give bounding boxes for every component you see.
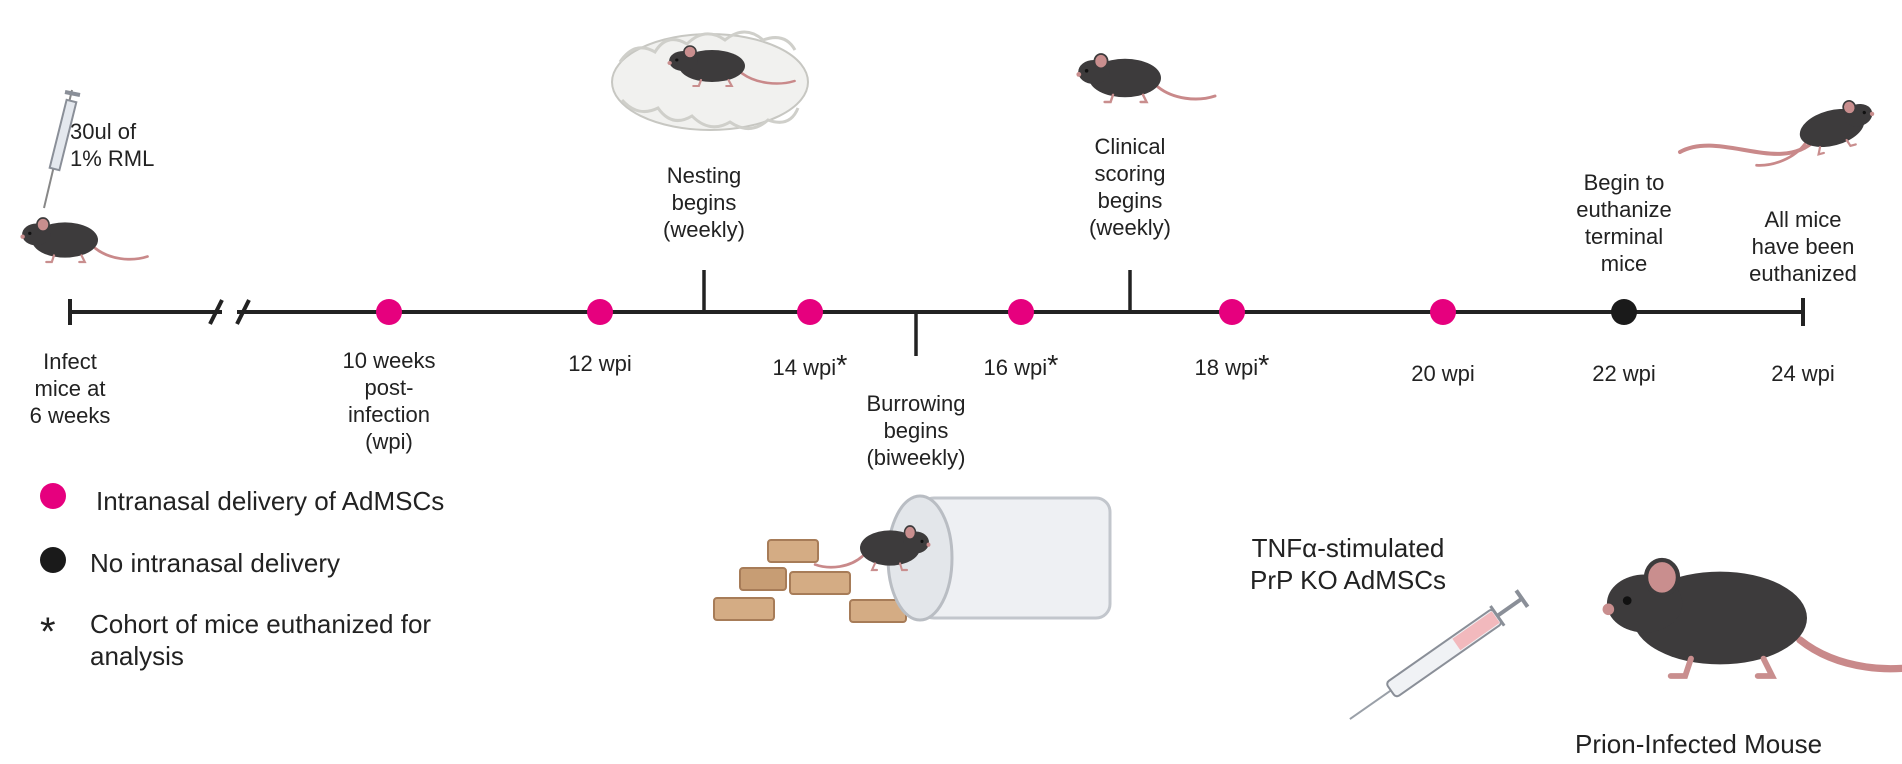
syringe-icon — [43, 89, 81, 209]
timepoint-label-14: 14 wpi* — [772, 350, 848, 382]
legend-dot-none — [40, 547, 66, 573]
timepoint-label-20: 20 wpi — [1411, 361, 1475, 386]
timepoint-dot-20 — [1430, 299, 1456, 325]
asterisk-icon: * — [40, 610, 56, 654]
syringe-icon — [1349, 589, 1530, 720]
timepoint-dot-16 — [1008, 299, 1034, 325]
timeline-axis — [68, 298, 1805, 326]
mouse-icon — [1603, 560, 1902, 676]
timepoint-dot-18 — [1219, 299, 1245, 325]
asterisk-icon: * — [836, 350, 848, 382]
mouse-icon — [1074, 52, 1217, 104]
legend-label-intranasal: Intranasal delivery of AdMSCs — [96, 486, 445, 516]
burrow-tube-icon — [713, 494, 1112, 623]
timepoint-label-22: 22 wpi — [1592, 361, 1656, 386]
nest-icon — [611, 30, 809, 131]
timepoint-label-18: 18 wpi* — [1194, 350, 1270, 382]
asterisk-icon: * — [1047, 350, 1059, 382]
mouse-icon — [1678, 93, 1883, 172]
asterisk-icon: * — [1258, 350, 1270, 382]
mouse-icon — [19, 216, 149, 264]
legend-label-none: No intranasal delivery — [90, 548, 341, 578]
timepoint-dot-10 — [376, 299, 402, 325]
legend-dot-intranasal — [40, 483, 66, 509]
timepoint-dot-22 — [1611, 299, 1637, 325]
timepoint-dots — [376, 299, 1637, 325]
timepoint-dot-14 — [797, 299, 823, 325]
timepoint-label-24: 24 wpi — [1771, 361, 1835, 386]
timepoint-label-12: 12 wpi — [568, 351, 632, 376]
timepoint-dot-12 — [587, 299, 613, 325]
timepoint-label-16: 16 wpi* — [983, 350, 1059, 382]
treatment-mouse-label: Prion-Infected Mouse — [1575, 729, 1823, 759]
